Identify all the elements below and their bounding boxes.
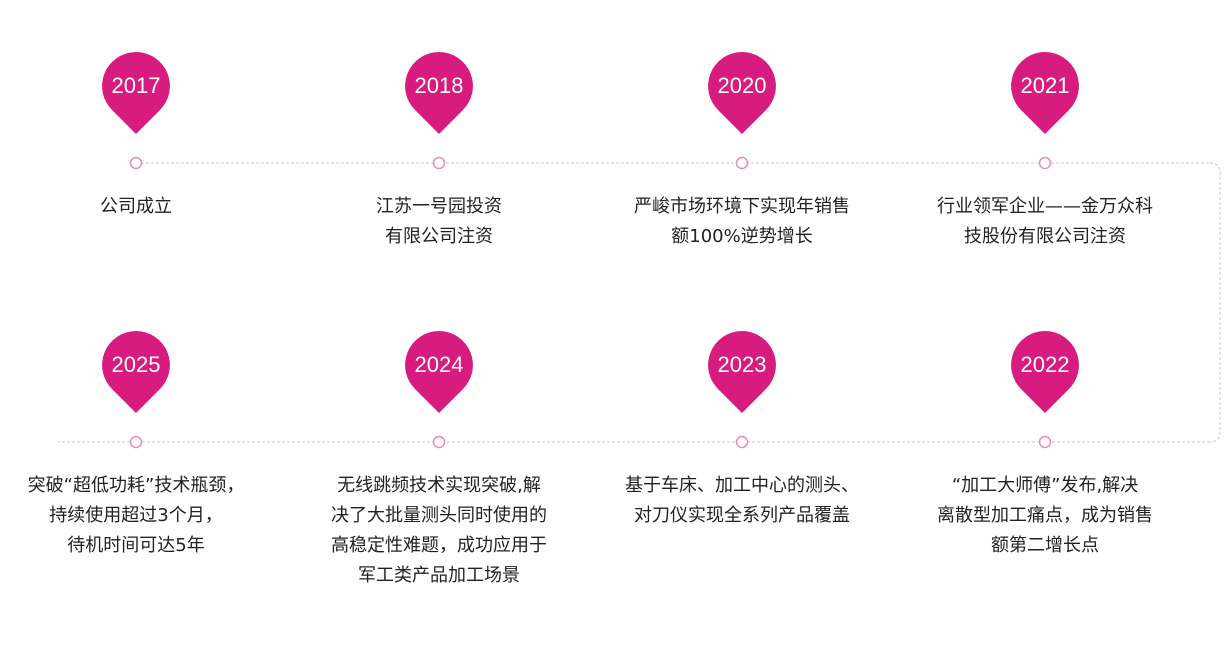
milestone-2025: 2025 突破“超低功耗”技术瓶颈， 持续使用超过3个月， 待机时间可达5年 bbox=[0, 331, 286, 571]
milestone-description: 公司成立 bbox=[100, 196, 172, 217]
timeline-node bbox=[432, 156, 446, 170]
timeline-node bbox=[735, 156, 749, 170]
milestone-description: 江苏一号园投资 有限公司注资 bbox=[376, 196, 502, 247]
milestone-description: “加工大师傅”发布,解决 离散型加工痛点，成为销售 额第二增长点 bbox=[937, 475, 1153, 556]
milestone-2017: 2017 公司成立 bbox=[0, 52, 286, 292]
milestone-description: 无线跳频技术实现突破,解 决了大批量测头同时使用的 高稳定性难题，成功应用于 军… bbox=[331, 475, 547, 586]
timeline-node bbox=[1038, 156, 1052, 170]
milestone-description: 突破“超低功耗”技术瓶颈， 持续使用超过3个月， 待机时间可达5年 bbox=[27, 475, 245, 556]
milestone-description: 严峻市场环境下实现年销售 额100%逆势增长 bbox=[634, 196, 850, 247]
map-pin-icon: 2022 bbox=[1010, 331, 1080, 415]
milestone-year: 2021 bbox=[1020, 73, 1070, 98]
milestone-year: 2018 bbox=[414, 73, 464, 98]
milestone-year: 2025 bbox=[111, 352, 161, 377]
milestone-2021: 2021 行业领军企业——金万众科 技股份有限公司注资 bbox=[895, 52, 1195, 292]
map-pin-icon: 2023 bbox=[707, 331, 777, 415]
milestone-year: 2024 bbox=[414, 352, 464, 377]
timeline-node bbox=[129, 156, 143, 170]
milestone-description: 行业领军企业——金万众科 技股份有限公司注资 bbox=[937, 196, 1153, 247]
milestone-2020: 2020 严峻市场环境下实现年销售 额100%逆势增长 bbox=[592, 52, 892, 292]
milestone-description: 基于车床、加工中心的测头、 对刀仪实现全系列产品覆盖 bbox=[625, 475, 859, 526]
milestone-year: 2017 bbox=[111, 73, 161, 98]
timeline-line-turn bbox=[1209, 162, 1221, 443]
map-pin-icon: 2024 bbox=[404, 331, 474, 415]
map-pin-icon: 2021 bbox=[1010, 52, 1080, 136]
milestone-year: 2020 bbox=[717, 73, 767, 98]
map-pin-icon: 2018 bbox=[404, 52, 474, 136]
map-pin-icon: 2025 bbox=[101, 331, 171, 415]
map-pin-icon: 2020 bbox=[707, 52, 777, 136]
milestone-2022: 2022 “加工大师傅”发布,解决 离散型加工痛点，成为销售 额第二增长点 bbox=[895, 331, 1195, 571]
timeline-node bbox=[432, 435, 446, 449]
milestone-2018: 2018 江苏一号园投资 有限公司注资 bbox=[289, 52, 589, 292]
milestone-2024: 2024 无线跳频技术实现突破,解 决了大批量测头同时使用的 高稳定性难题，成功… bbox=[289, 331, 589, 586]
milestone-year: 2023 bbox=[717, 352, 767, 377]
timeline-node bbox=[735, 435, 749, 449]
milestone-year: 2022 bbox=[1020, 352, 1070, 377]
timeline-node bbox=[1038, 435, 1052, 449]
map-pin-icon: 2017 bbox=[101, 52, 171, 136]
timeline-node bbox=[129, 435, 143, 449]
milestone-2023: 2023 基于车床、加工中心的测头、 对刀仪实现全系列产品覆盖 bbox=[592, 331, 892, 571]
